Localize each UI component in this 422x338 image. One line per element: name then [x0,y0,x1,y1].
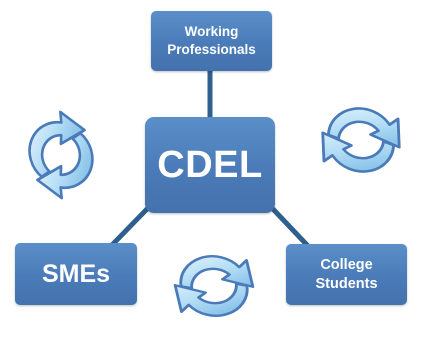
connector-right [270,206,310,248]
node-cdel-label: CDEL [157,143,263,186]
refresh-cycle-icon [169,247,259,325]
node-working-professionals: Working Professionals [151,11,272,71]
node-college-students: College Students [286,244,407,305]
node-smes: SMEs [15,243,137,305]
node-cdel: CDEL [145,117,275,213]
node-college-students-label: College Students [315,256,378,292]
refresh-cycle-icon [312,94,410,186]
node-smes-label: SMEs [41,259,111,288]
node-working-professionals-label: Working Professionals [167,24,256,57]
refresh-cycle-icon [11,105,111,205]
connector-left [110,206,150,247]
